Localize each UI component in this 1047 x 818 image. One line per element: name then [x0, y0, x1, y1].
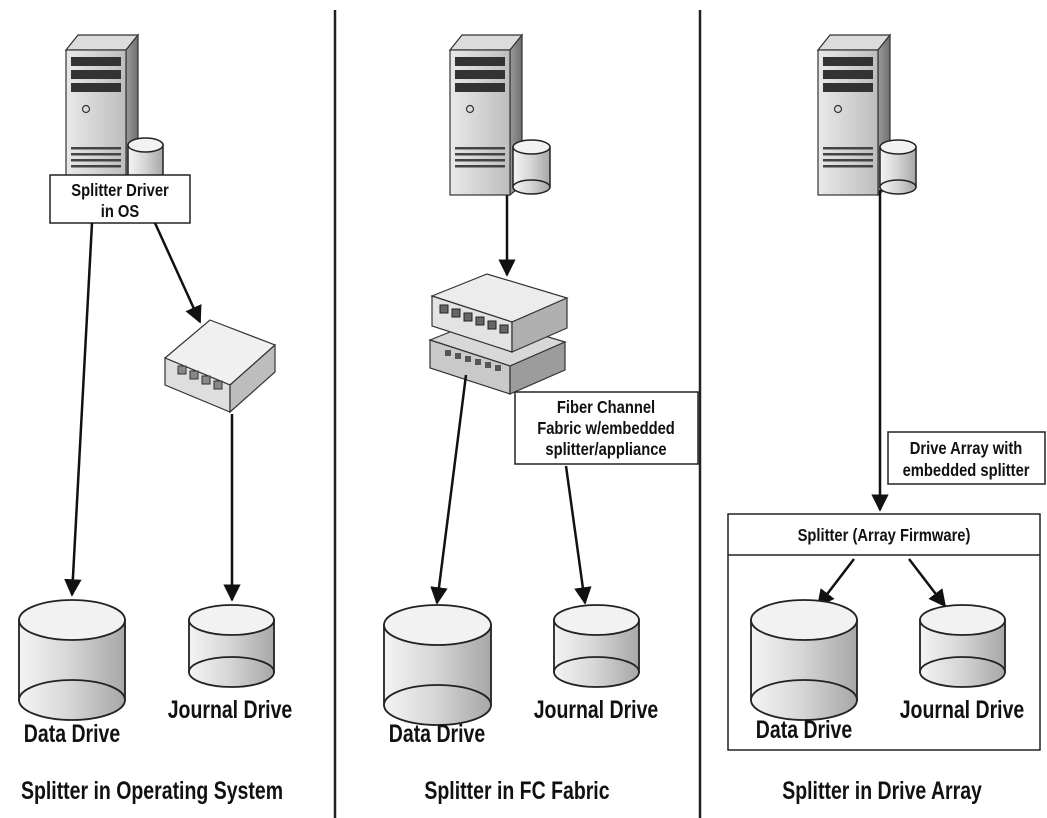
- appliance-icon: [163, 319, 277, 414]
- disk-icon: [750, 599, 858, 721]
- data-drive-label: Data Drive: [756, 716, 852, 744]
- journal-drive-label: Journal Drive: [534, 696, 659, 724]
- arrow: [153, 222, 202, 324]
- journal-drive-label: Journal Drive: [168, 696, 293, 724]
- arrow: [64, 222, 94, 597]
- drive-array-callout-box: [887, 431, 1046, 485]
- panel-drive-array: Drive Array with embedded splitter Split…: [727, 34, 1046, 805]
- fc-switch-icon: [428, 273, 569, 395]
- arrow: [816, 558, 855, 608]
- server-icon: [65, 34, 139, 196]
- splitter-label-line: in OS: [101, 202, 140, 222]
- splitter-label-line: Splitter Driver: [71, 181, 169, 201]
- splitter-label-line: Fabric w/embedded: [537, 419, 675, 439]
- data-drive-label: Data Drive: [24, 720, 120, 748]
- server-icon: [817, 34, 891, 196]
- array-firmware-label: Splitter (Array Firmware): [798, 526, 971, 546]
- disk-icon: [127, 137, 164, 193]
- panel-caption: Splitter in FC Fabric: [424, 777, 609, 805]
- callout-line: Drive Array with: [910, 439, 1023, 459]
- disk-icon: [879, 139, 917, 195]
- splitter-label-line: Fiber Channel: [557, 398, 655, 418]
- callout-line: embedded splitter: [903, 461, 1030, 481]
- splitter-driver-box: [49, 174, 191, 224]
- fc-fabric-box: [514, 391, 699, 465]
- data-drive-label: Data Drive: [389, 720, 485, 748]
- panel-caption: Splitter in Drive Array: [782, 777, 982, 805]
- disk-icon: [188, 604, 275, 688]
- disk-icon: [512, 139, 551, 195]
- server-icon: [449, 34, 523, 196]
- arrow: [908, 558, 947, 608]
- journal-drive-label: Journal Drive: [900, 696, 1025, 724]
- disk-icon: [383, 604, 492, 726]
- arrow: [564, 465, 592, 605]
- disk-icon: [553, 604, 640, 688]
- arrow: [430, 374, 468, 605]
- panel-os: Splitter Driver in OS Data Drive: [18, 34, 293, 805]
- panel-caption: Splitter in Operating System: [21, 777, 283, 805]
- disk-icon: [919, 604, 1006, 688]
- disk-icon: [18, 599, 126, 721]
- splitter-label-line: splitter/appliance: [545, 440, 666, 460]
- panel-fc-fabric: Fiber Channel Fabric w/embedded splitter…: [383, 34, 699, 805]
